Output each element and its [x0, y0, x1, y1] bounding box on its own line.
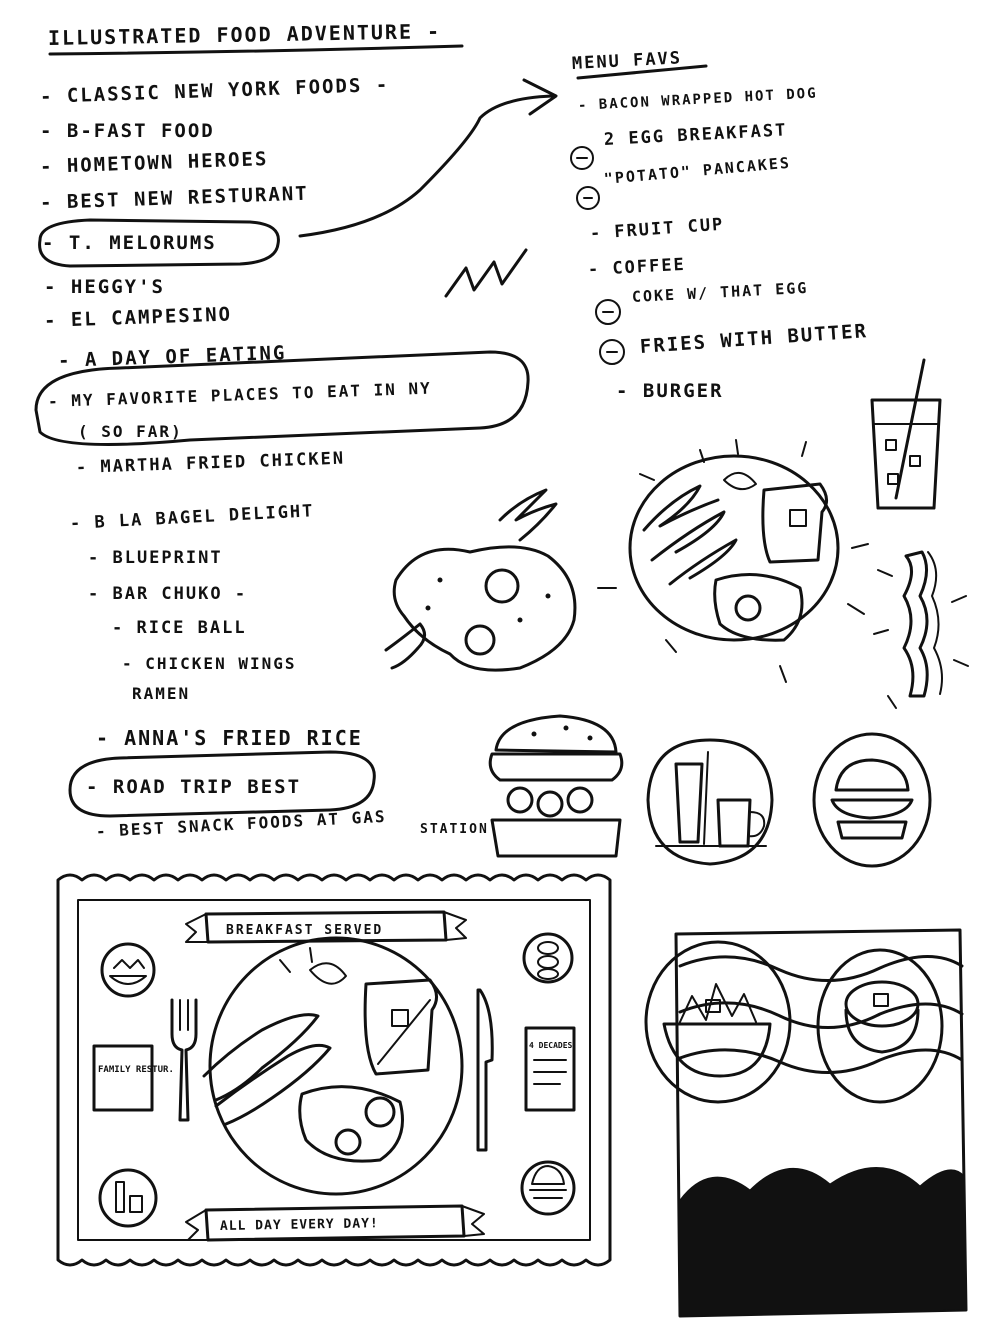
knife-icon [476, 988, 494, 1152]
menu-bullet-circle [595, 299, 621, 325]
menu-bullet-circle [576, 186, 600, 210]
sign-left-label: FAMILY RESTUR. [98, 1065, 174, 1075]
menu-item: - BURGER [616, 380, 724, 402]
corner-icon-pancake [522, 932, 574, 984]
placemat [56, 873, 612, 1267]
bacon-icon [674, 928, 968, 1318]
menu-bullet-circle [599, 339, 625, 365]
list-item: STATION [420, 822, 489, 837]
corner-icon-salad [100, 942, 156, 998]
menu-underline [576, 64, 708, 80]
fried-egg-icon [384, 488, 577, 672]
burger-icon [488, 714, 624, 858]
list-item: - BAR CHUKO - [88, 584, 248, 604]
list-item: - BLUEPRINT [88, 548, 223, 568]
circle-road-trip [68, 750, 376, 818]
list-item: - RICE BALL [112, 618, 247, 638]
banner-top-label: BREAKFAST SERVED [226, 923, 383, 938]
breakfast-plate-icon [597, 439, 869, 683]
list-item-circled: - T. MELORUMS [42, 232, 217, 254]
circle-t-melorums [38, 218, 280, 268]
burger-icon [812, 732, 932, 868]
menu-bullet-circle [570, 146, 594, 170]
zigzag-doodle [444, 248, 528, 298]
list-item: ( SO FAR) [78, 422, 183, 441]
banner-bottom-label: ALL DAY EVERY DAY! [220, 1216, 379, 1234]
list-item: - B-FAST FOOD [40, 120, 215, 142]
list-item: - CHICKEN WINGS [122, 654, 297, 673]
corner-icon-burger [520, 1160, 576, 1216]
sign-left [92, 1044, 154, 1112]
sign-right-label: 4 DECADES [529, 1041, 573, 1050]
list-item-circled: - ROAD TRIP BEST [86, 776, 302, 798]
corner-icon-drinks [98, 1168, 158, 1228]
salad-bowl-icon [644, 940, 792, 1104]
coffee-icon [646, 738, 774, 866]
sign-right [524, 1026, 576, 1112]
list-item: - ANNA'S FRIED RICE [96, 726, 363, 750]
iced-drink-icon [870, 358, 942, 510]
list-item: RAMEN [132, 684, 191, 703]
fork-icon [170, 998, 198, 1122]
circle-favorite-places [34, 350, 530, 446]
bacon-icon [873, 550, 969, 709]
title-underline [48, 44, 464, 56]
arrow-icon [298, 78, 558, 238]
list-item: - HEGGY'S [44, 276, 165, 298]
